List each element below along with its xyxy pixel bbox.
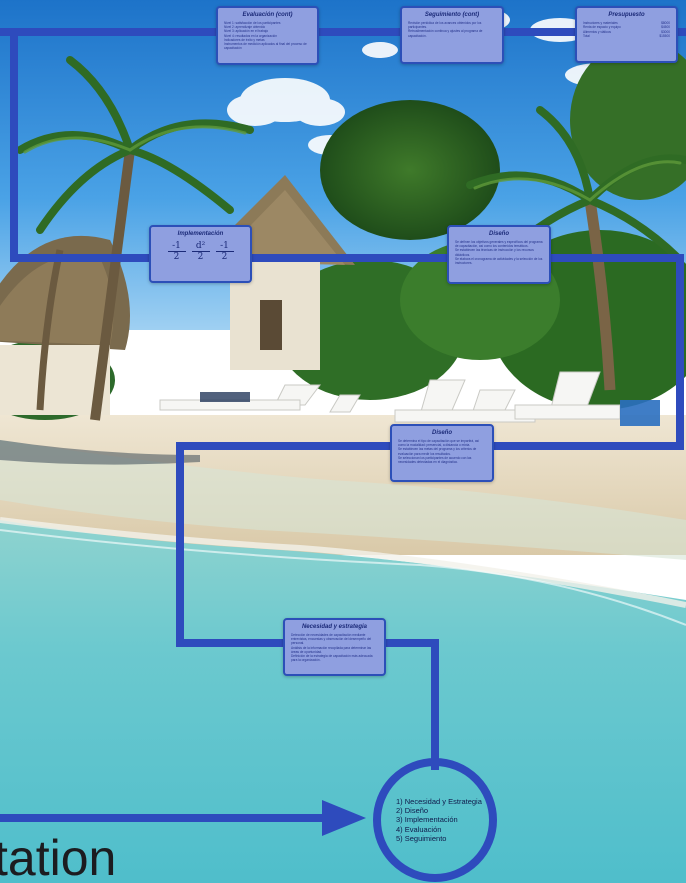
budget-row: Renta de espacio y equipo$4500 bbox=[583, 25, 670, 30]
partial-title-text: tation bbox=[0, 830, 117, 883]
summary-item: 3) Implementación bbox=[396, 815, 458, 825]
card-seguimiento-cont[interactable]: Seguimiento (cont) Revisión periódica de… bbox=[400, 6, 504, 64]
budget-row: Alimentos y viáticos$3000 bbox=[583, 29, 670, 34]
card-title: Presupuesto bbox=[608, 12, 645, 18]
card-title: Diseño bbox=[488, 231, 509, 237]
budget-table: Instructores y materiales$8000 Renta de … bbox=[583, 21, 670, 39]
card-text: Detección de necesidades de capacitación… bbox=[291, 633, 373, 663]
summary-circle bbox=[373, 758, 497, 882]
card-diseno-upper[interactable]: Diseño Se definen los objetivos generale… bbox=[447, 225, 551, 284]
card-text: Nivel 1: satisfacción de los participant… bbox=[224, 21, 307, 51]
summary-item: 5) Seguimiento bbox=[396, 833, 447, 843]
summary-list: 1) Necesidad y Estrategia 2) Diseño 3) I… bbox=[396, 797, 482, 843]
card-title: Seguimiento (cont) bbox=[424, 12, 480, 18]
budget-row: Total$15500 bbox=[583, 34, 670, 39]
card-text: Se determina el tipo de capacitación que… bbox=[398, 439, 480, 465]
summary-item: 4) Evaluación bbox=[396, 824, 442, 834]
card-evaluacion-cont[interactable]: Evaluación (cont) Nivel 1: satisfacción … bbox=[216, 6, 319, 65]
summary-item: 1) Necesidad y Estrategia bbox=[396, 797, 482, 806]
card-title: Diseño bbox=[431, 430, 452, 436]
card-text: Revisión periódica de los avances obteni… bbox=[408, 21, 483, 38]
card-title: Evaluación (cont) bbox=[242, 12, 293, 18]
card-text: Se definen los objetivos generales y esp… bbox=[455, 240, 543, 266]
card-presupuesto[interactable]: Presupuesto Instructores y materiales$80… bbox=[575, 6, 678, 63]
summary-item: 2) Diseño bbox=[396, 806, 429, 816]
card-title: Implementación bbox=[177, 231, 224, 237]
card-diseno-lower[interactable]: Diseño Se determina el tipo de capacitac… bbox=[390, 424, 494, 482]
budget-row: Instructores y materiales$8000 bbox=[583, 21, 670, 25]
card-necesidad-estrategia[interactable]: Necesidad y estrategia Detección de nece… bbox=[283, 618, 386, 676]
card-title: Necesidad y estrategia bbox=[301, 624, 368, 630]
arrow-head bbox=[322, 800, 366, 836]
